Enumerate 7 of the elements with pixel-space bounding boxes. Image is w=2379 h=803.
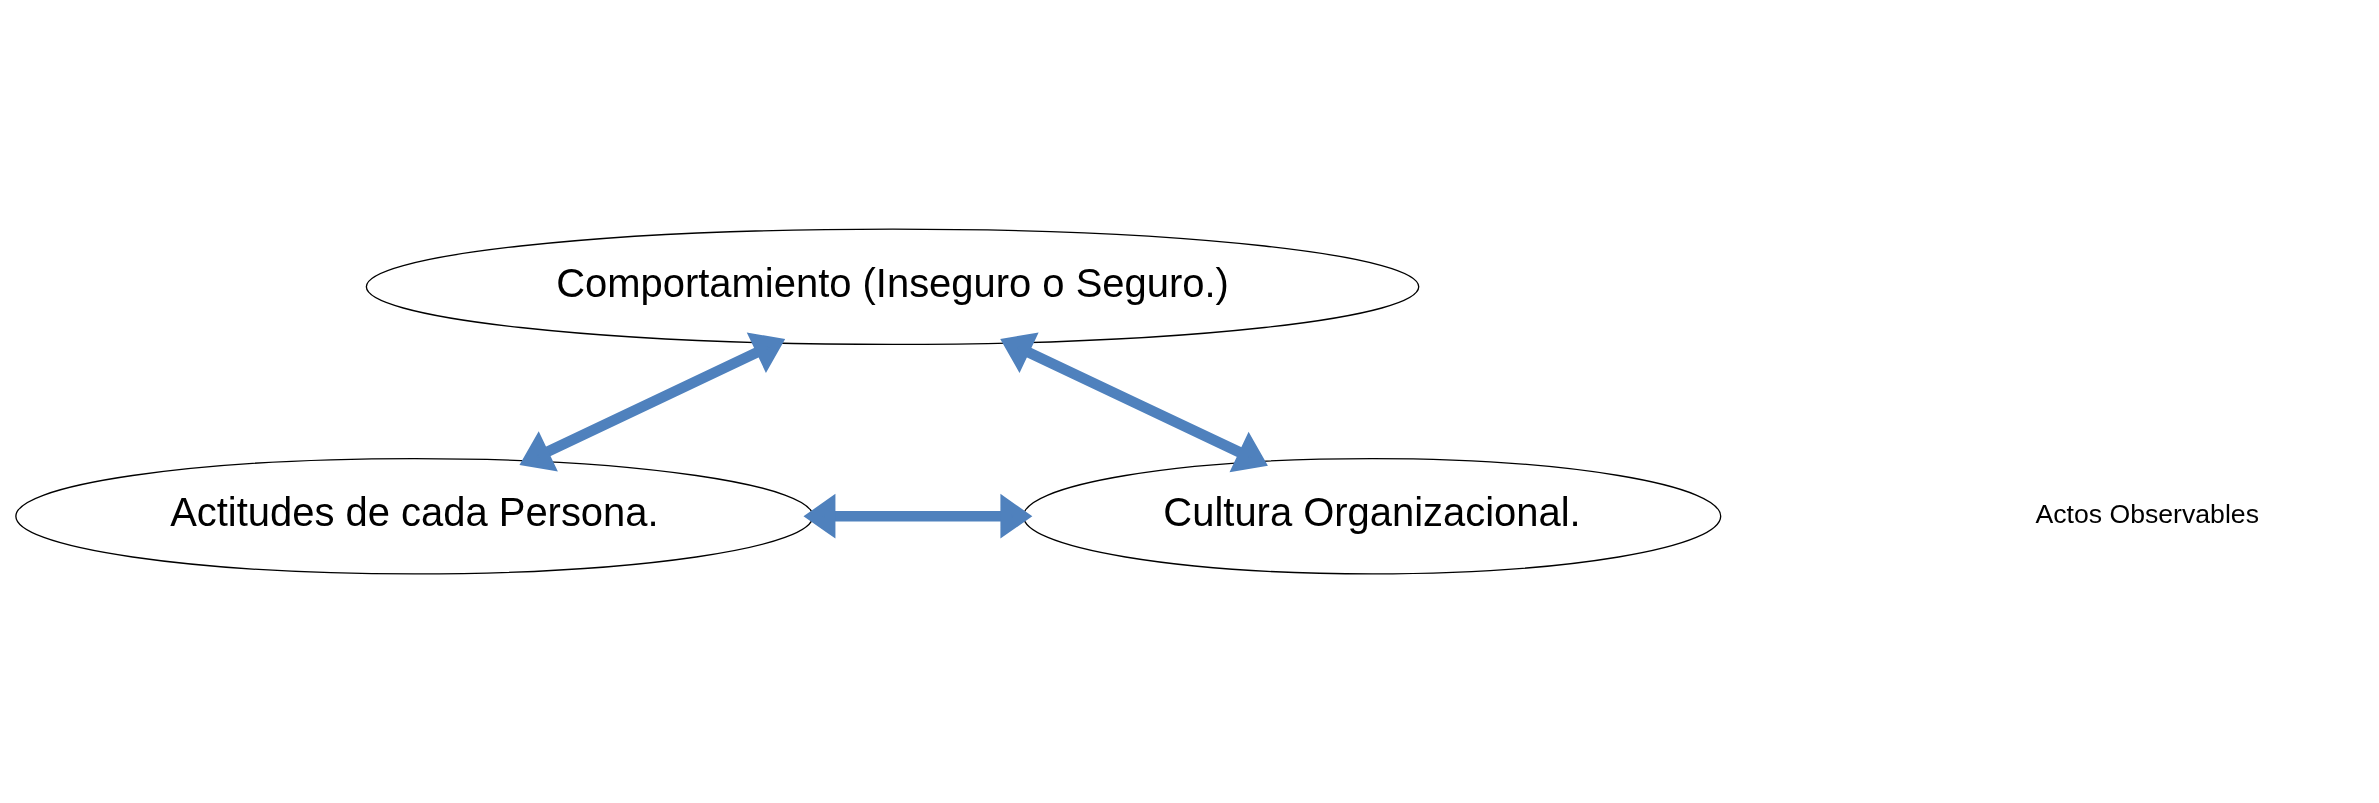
label: Actos Observables (2035, 498, 2259, 529)
arrow (1000, 332, 1268, 473)
node-ellipse: Comportamiento (Inseguro o Seguro.) (365, 228, 1420, 346)
node-ellipse: Actitudes de cada Persona. (15, 457, 814, 575)
arrow (803, 493, 1033, 539)
arrow (519, 332, 786, 472)
node-ellipse: Cultura Organizacional. (1022, 457, 1722, 575)
